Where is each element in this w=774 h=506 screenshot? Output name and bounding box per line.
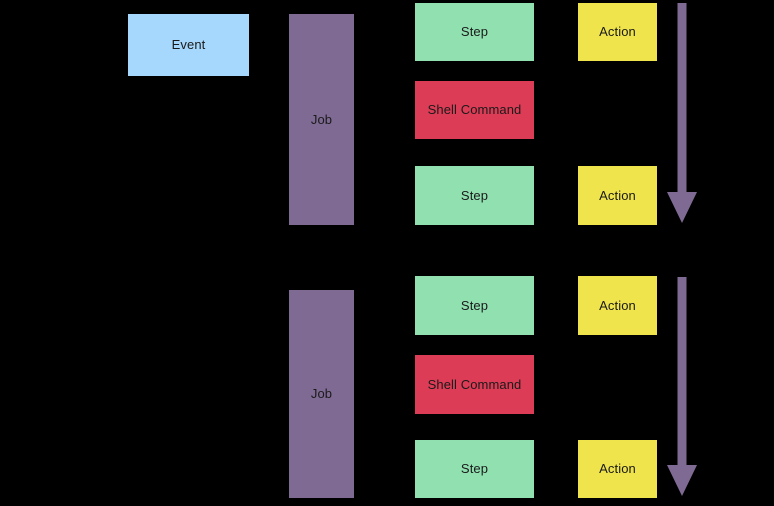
node-shell-2[interactable]: Shell Command [415,355,534,414]
node-label: Action [599,461,636,477]
node-label: Action [599,297,636,313]
arrow-down-icon-flow-arrow-2 [664,277,700,496]
node-action-4[interactable]: Action [578,440,657,498]
node-step-4[interactable]: Step [415,440,534,498]
node-action-1[interactable]: Action [578,3,657,61]
node-label: Shell Command [427,102,522,118]
node-label: Step [460,297,489,313]
node-shell-1[interactable]: Shell Command [415,81,534,139]
node-label: Job [310,386,333,402]
node-step-2[interactable]: Step [415,166,534,225]
node-label: Step [460,24,489,40]
node-action-2[interactable]: Action [578,166,657,225]
node-label: Step [460,461,489,477]
node-event-1[interactable]: Event [128,14,249,76]
node-label: Job [310,111,333,127]
node-label: Shell Command [427,376,522,392]
node-action-3[interactable]: Action [578,276,657,335]
node-job-1[interactable]: Job [289,14,354,225]
node-step-3[interactable]: Step [415,276,534,335]
node-step-1[interactable]: Step [415,3,534,61]
arrow-down-icon-flow-arrow-1 [664,3,700,223]
node-label: Step [460,187,489,203]
node-job-2[interactable]: Job [289,290,354,498]
node-label: Action [599,187,636,203]
node-label: Event [171,37,206,53]
node-label: Action [599,24,636,40]
